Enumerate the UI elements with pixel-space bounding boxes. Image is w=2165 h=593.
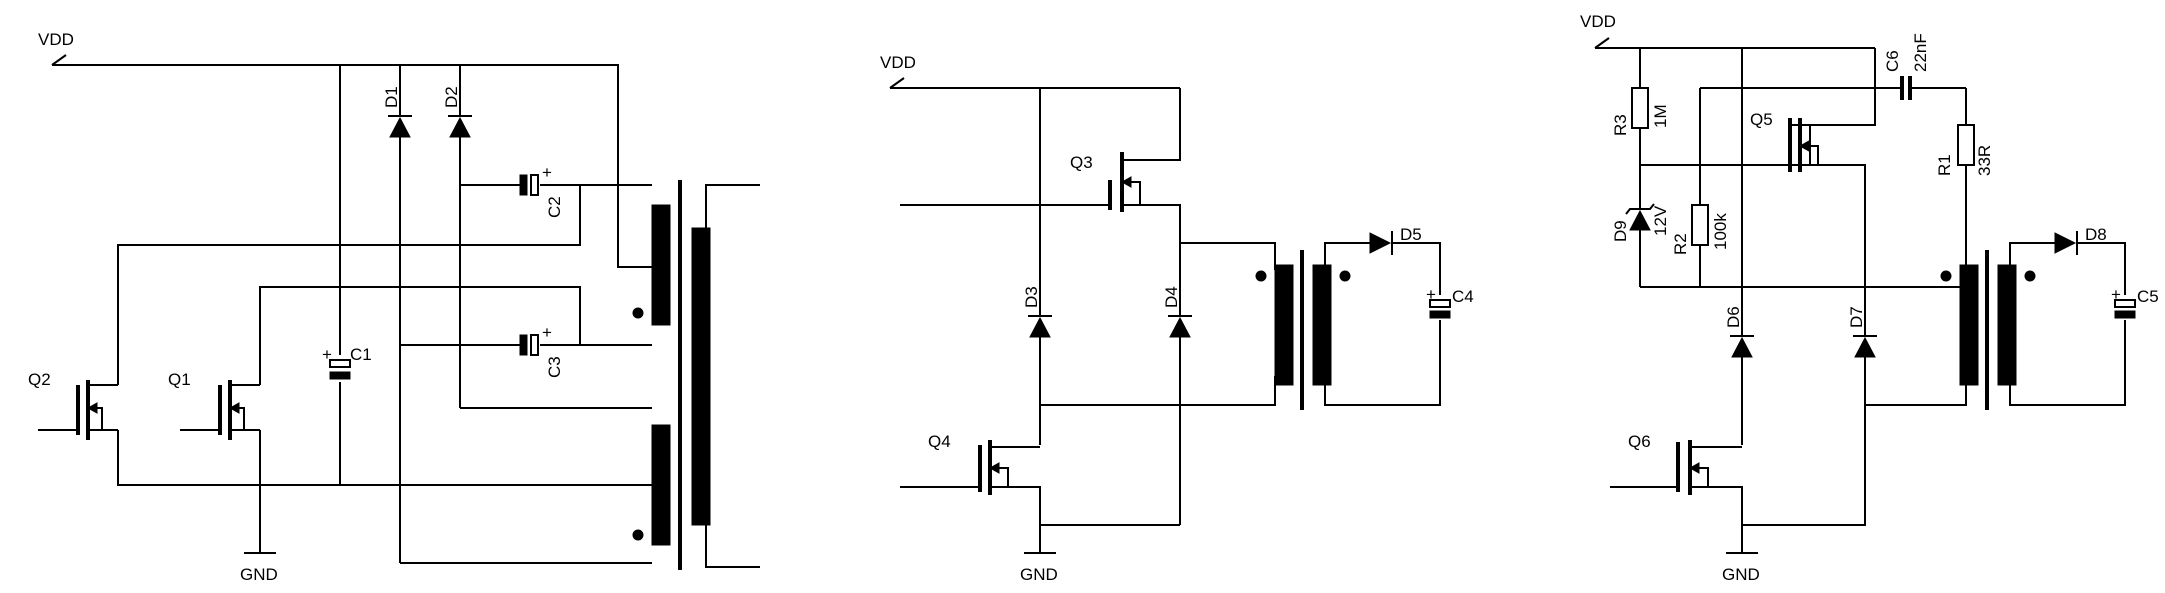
c1-label: C1 [350, 345, 372, 364]
r3-value: 1M [1651, 104, 1670, 128]
labels-circuit-3: VDD GND Q5 Q6 R3 1M R2 100k R1 33R C6 22… [1580, 12, 2159, 584]
c3-plus: + [542, 323, 552, 342]
q3-label: Q3 [1070, 153, 1093, 172]
mosfet-q3 [1108, 152, 1141, 212]
r2-label: R2 [1671, 233, 1690, 255]
q6-label: Q6 [1628, 432, 1651, 451]
resistor-r1 [1957, 124, 1975, 166]
diode-d6 [1730, 335, 1754, 358]
zener-d9 [1625, 203, 1655, 231]
vdd-label-2: VDD [880, 53, 916, 72]
mosfet-q1 [180, 380, 260, 440]
transformer-3 [1940, 250, 2036, 410]
mosfet-q4 [978, 440, 1009, 495]
c5-plus: + [2111, 285, 2121, 304]
r3-label: R3 [1611, 114, 1630, 136]
c2-label: C2 [545, 196, 564, 218]
c4-label: C4 [1452, 287, 1474, 306]
r1-value: 33R [1975, 145, 1994, 176]
diode-d1 [388, 115, 412, 138]
d8-label: D8 [2085, 225, 2107, 244]
mosfet-q5 [1788, 118, 1820, 172]
vdd-label-3: VDD [1580, 12, 1616, 31]
d3-label: D3 [1022, 286, 1041, 308]
diode-d4 [1168, 315, 1192, 338]
diode-d3 [1028, 315, 1052, 338]
resistor-r2 [1691, 204, 1709, 246]
mosfet-q2 [38, 380, 118, 440]
vdd-label-1: VDD [38, 30, 74, 49]
transformer-2 [1255, 250, 1351, 410]
transformer-1 [632, 180, 711, 570]
diode-d2 [448, 115, 472, 138]
capacitor-c2: + [519, 163, 552, 196]
q5-label: Q5 [1750, 110, 1773, 129]
d6-label: D6 [1724, 306, 1743, 328]
resistor-r3 [1631, 87, 1649, 129]
c3-label: C3 [545, 356, 564, 378]
labels-circuit-2: VDD GND Q3 Q4 D3 D4 D5 C4 [880, 53, 1474, 584]
c5-label: C5 [2137, 287, 2159, 306]
q2-label: Q2 [28, 370, 51, 389]
d7-label: D7 [1847, 306, 1866, 328]
gnd-label-1: GND [240, 565, 278, 584]
capacitor-c1: + [322, 345, 351, 380]
d9-label: D9 [1611, 220, 1630, 242]
capacitor-c3: + [519, 323, 552, 356]
capacitor-c5: + [2111, 285, 2136, 319]
capacitor-c6 [1900, 76, 1912, 100]
labels-circuit-1: VDD GND Q2 Q1 C1 D1 D2 C2 C3 [28, 30, 564, 584]
c6-value: 22nF [1911, 33, 1930, 72]
diode-d7 [1853, 335, 1877, 358]
wires-circuit-2 [889, 77, 1441, 554]
diode-d8 [2054, 231, 2078, 255]
d2-label: D2 [442, 86, 461, 108]
c1-plus: + [322, 345, 332, 364]
wires-circuit-1 [51, 54, 760, 568]
q4-label: Q4 [928, 432, 951, 451]
gnd-label-3: GND [1722, 565, 1760, 584]
circuit-1-push-pull: + + + [28, 30, 760, 584]
diode-d5 [1369, 231, 1393, 255]
circuit-3-forward-snubber: + VDD GND Q5 Q6 R3 1M R2 100k R1 33R C6 … [1580, 12, 2159, 584]
r2-value: 100k [1711, 213, 1730, 250]
d5-label: D5 [1400, 225, 1422, 244]
d9-value: 12V [1651, 205, 1670, 236]
gnd-label-2: GND [1020, 565, 1058, 584]
d4-label: D4 [1162, 286, 1181, 308]
circuit-2-forward: + VDD GND Q3 Q4 D3 D4 D5 C4 [880, 53, 1474, 584]
capacitor-c4: + [1426, 285, 1451, 319]
c2-plus: + [542, 163, 552, 182]
c4-plus: + [1426, 285, 1436, 304]
mosfet-q6 [1676, 440, 1709, 495]
q1-label: Q1 [168, 370, 191, 389]
r1-label: R1 [1935, 154, 1954, 176]
c6-label: C6 [1883, 50, 1902, 72]
wires-circuit-3 [1594, 37, 2126, 554]
d1-label: D1 [382, 86, 401, 108]
